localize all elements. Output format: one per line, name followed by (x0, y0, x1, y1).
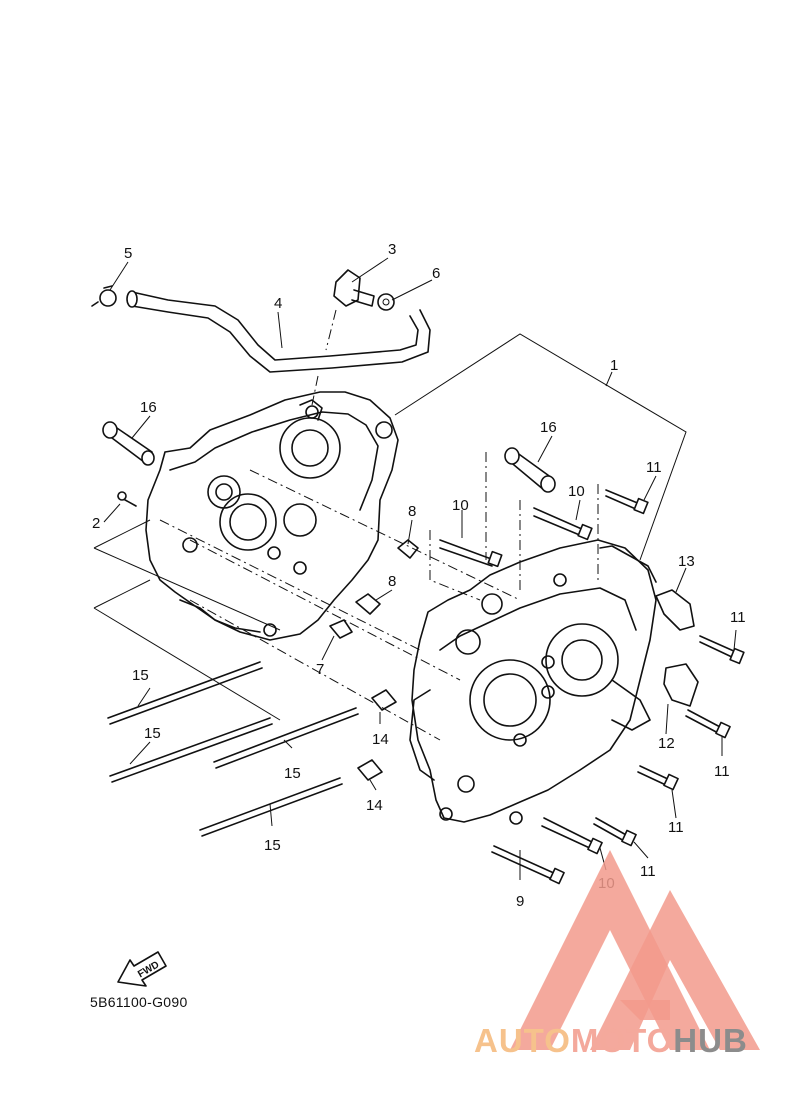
callout-15-d: 15 (264, 837, 281, 854)
right-crankcase-half (409, 539, 657, 825)
watermark-text: AUTOMOTOHUB (474, 1022, 748, 1060)
callout-11-right-upper: 11 (730, 609, 746, 626)
callout-10-top-right: 10 (568, 483, 585, 500)
callout-11-bottom: 11 (640, 863, 656, 880)
callout-10-top-left: 10 (452, 497, 469, 514)
watermark-auto: AUTO (474, 1022, 571, 1059)
diagram-code: 5B61100-G090 (90, 994, 188, 1010)
callout-3: 3 (388, 241, 396, 258)
hardware-parts (102, 421, 745, 885)
callout-11-right-lower: 11 (714, 763, 730, 780)
callout-14-upper: 14 (372, 731, 389, 748)
left-crankcase-half (145, 391, 399, 641)
callout-8-lower: 8 (388, 573, 396, 590)
callout-15-b: 15 (144, 725, 161, 742)
watermark-hub: HUB (673, 1022, 748, 1059)
fwd-arrow: FWD (117, 951, 167, 987)
callout-6: 6 (432, 265, 440, 282)
callout-13: 13 (678, 553, 695, 570)
callout-16-right: 16 (540, 419, 557, 436)
callout-4: 4 (274, 295, 282, 312)
callout-11-bottom-mid: 11 (668, 819, 684, 836)
breather-hose-assembly (91, 269, 431, 406)
callout-8-upper: 8 (408, 503, 416, 520)
callout-labels: 5 3 6 4 1 16 16 11 10 10 2 8 13 8 11 7 1… (92, 241, 746, 910)
callout-5: 5 (124, 245, 132, 262)
callout-9: 9 (516, 893, 524, 910)
callout-11-top: 11 (646, 459, 662, 476)
callout-15-a: 15 (132, 667, 149, 684)
callout-15-c: 15 (284, 765, 301, 782)
callout-12: 12 (658, 735, 675, 752)
callout-7: 7 (316, 661, 324, 678)
watermark-moto: MOTO (570, 1022, 674, 1059)
callout-16-left: 16 (140, 399, 157, 416)
leader-lines (93, 257, 737, 880)
watermark-logo (510, 850, 760, 1050)
callout-1: 1 (610, 357, 618, 374)
callout-2: 2 (92, 515, 100, 532)
callout-14-lower: 14 (366, 797, 383, 814)
